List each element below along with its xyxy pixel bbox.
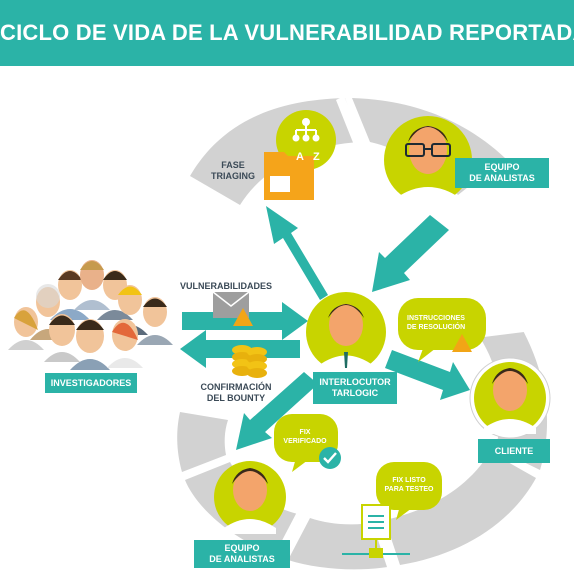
label-fase-triaging: FASE TRIAGING [211, 160, 255, 181]
sort-letter-z: Z [313, 151, 320, 163]
hierarchy-icon [292, 118, 320, 142]
email-icon [212, 291, 253, 326]
coins-icon [232, 345, 267, 378]
researcher-avatar [137, 297, 173, 345]
arrow-from-analysts [372, 215, 449, 292]
sort-letter-a: A [296, 151, 304, 163]
ring-segment-left-lower [177, 412, 228, 472]
label-equipo-analistas-top: EQUIPO DE ANALISTAS [469, 162, 535, 183]
label-cliente: CLIENTE [494, 446, 534, 456]
warning-icon [233, 308, 253, 326]
warning-icon [452, 334, 472, 352]
page-title: CICLO DE VIDA DE LA VULNERABILIDAD REPOR… [0, 20, 574, 45]
label-instrucciones-resolucion: INSTRUCCIONES DE RESOLUCIÓN [406, 315, 466, 331]
bubble-fix-verificado [274, 414, 341, 472]
box-investigadores [45, 373, 137, 393]
document-network-icon [342, 504, 410, 558]
box-interlocutor [313, 372, 397, 404]
researcher-avatar [44, 314, 80, 362]
interlocutor-avatar [306, 292, 386, 372]
researchers-group [8, 260, 173, 370]
box-cliente [478, 439, 550, 463]
triaging-icon: A Z [264, 110, 336, 200]
arrow-to-bottom-analysts [236, 372, 318, 450]
researcher-avatar [70, 319, 110, 370]
title-banner [0, 0, 574, 66]
researcher-avatar [74, 260, 110, 310]
label-interlocutor-tarlogic: INTERLOCUTOR TARLOGIC [319, 377, 391, 398]
ring-segment-bottom-right [385, 452, 536, 565]
ring-notch [336, 96, 366, 150]
researcher-avatar [107, 319, 143, 368]
researcher-avatar [8, 307, 44, 350]
analyst-avatar-bottom [214, 461, 286, 534]
client-avatar [469, 357, 551, 439]
label-vulnerabilidades: VULNERABILIDADES [180, 281, 273, 291]
bubble-fix-listo [376, 462, 442, 520]
label-fix-listo: FIX LISTO PARA TESTEO [384, 477, 434, 493]
researcher-avatar [50, 270, 90, 320]
label-investigadores: INVESTIGADORES [50, 378, 132, 388]
bubble-instrucciones [398, 298, 486, 362]
label-equipo-analistas-bottom: EQUIPO DE ANALISTAS [209, 543, 275, 564]
folder-note [270, 176, 290, 192]
arrow-to-client [385, 350, 470, 400]
arrow-to-triaging [266, 206, 328, 300]
box-equipo-analistas-bottom [194, 540, 290, 568]
analyst-avatar-top [384, 116, 472, 204]
label-fix-verificado: FIX VERIFICADO [283, 429, 327, 445]
box-equipo-analistas-top [455, 158, 549, 188]
label-confirmacion-bounty: CONFIRMACIÓN DEL BOUNTY [200, 382, 272, 403]
